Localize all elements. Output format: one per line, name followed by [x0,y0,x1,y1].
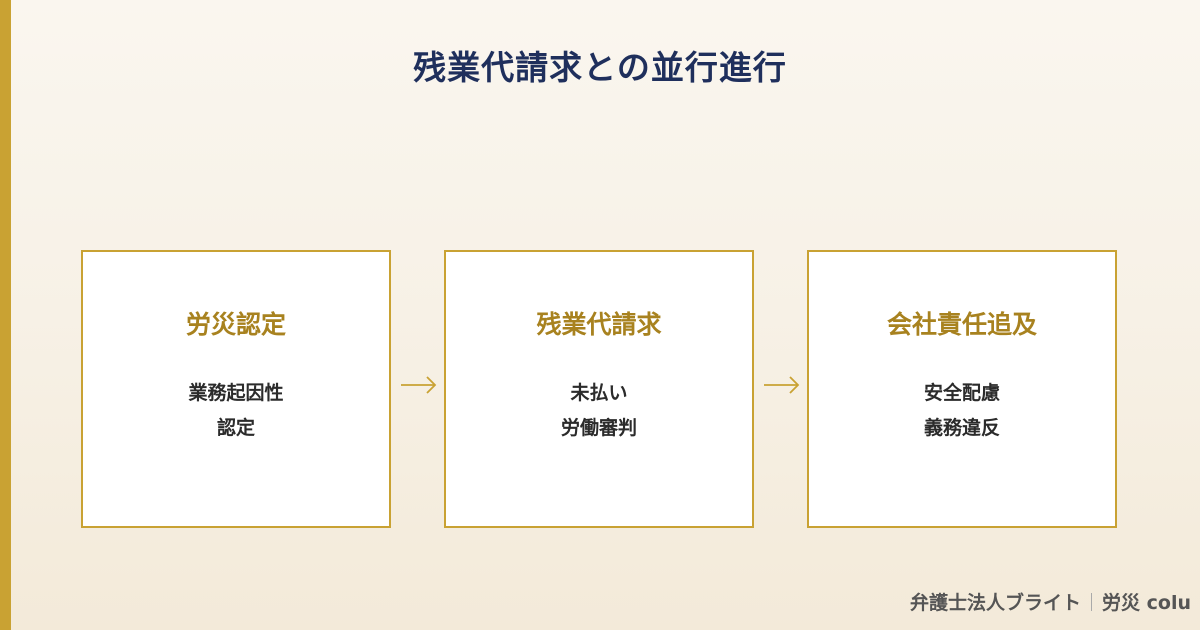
step-title: 残業代請求 [536,310,662,339]
step-title: 労災認定 [185,310,286,339]
step-box-zangyodai-seikyu: 残業代請求 未払い 労働審判 [444,250,754,528]
left-accent-bar [0,0,11,630]
step-description: 未払い 労働審判 [446,376,752,446]
step-box-rosai-nintei: 労災認定 業務起因性 認定 [81,250,391,528]
page-title: 残業代請求との並行進行 [413,48,787,87]
footer-section: 労災 colu [1102,592,1191,614]
step-description-line: 安全配慮 [923,382,1000,404]
step-description-line: 認定 [216,417,255,439]
step-description-line: 未払い [570,382,628,404]
footer-separator [1091,593,1093,611]
step-description: 業務起因性 認定 [83,376,389,446]
step-description-line: 義務違反 [923,417,1000,439]
step-description-line: 労働審判 [560,417,637,439]
step-description: 安全配慮 義務違反 [809,376,1115,446]
right-arrow-icon [764,376,800,394]
footer-firm-name: 弁護士法人ブライト [910,592,1082,614]
footer-credit: 弁護士法人ブライト労災 colu [900,588,1200,618]
step-box-kaisha-sekinin: 会社責任追及 安全配慮 義務違反 [807,250,1117,528]
right-arrow-icon [401,376,437,394]
step-description-line: 業務起因性 [188,382,284,404]
step-title: 会社責任追及 [886,310,1037,339]
